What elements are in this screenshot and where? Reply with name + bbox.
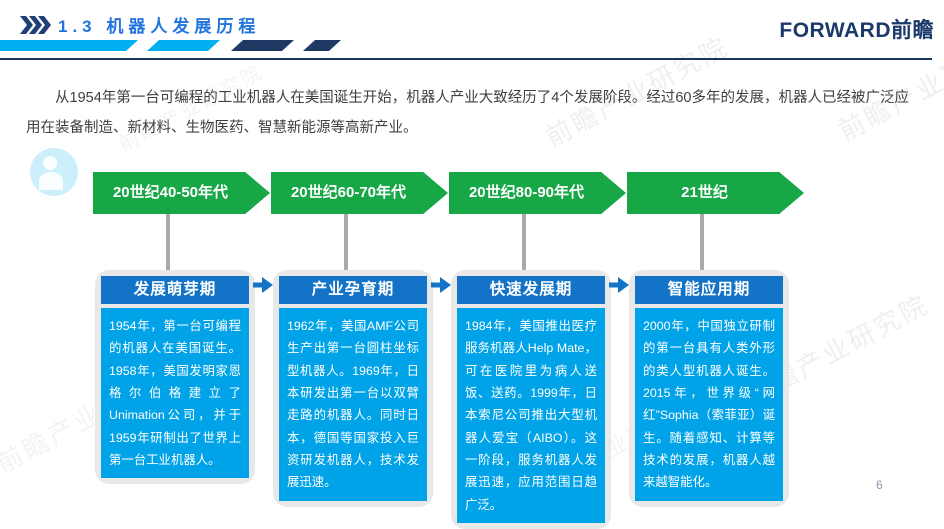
slide-header: 1.3 机器人发展历程 <box>20 12 260 37</box>
stage-description: 1954年，第一台可编程的机器人在美国诞生。1958年，美国发明家恩格尔伯格建立… <box>101 308 249 479</box>
stage-description: 1962年，美国AMF公司生产出第一台圆柱坐标型机器人。1969年，日本研发出第… <box>279 308 427 501</box>
era-arrow-2: 20世纪60-70年代 <box>271 172 448 214</box>
connector-line <box>344 214 348 272</box>
flow-arrow-icon <box>431 277 451 293</box>
stage-description: 2000年，中国独立研制的第一台具有人类外形的类人型机器人诞生。2015年，世界… <box>635 308 783 501</box>
watermark-logo-icon <box>30 148 78 196</box>
era-arrow-1: 20世纪40-50年代 <box>93 172 270 214</box>
stage-title: 智能应用期 <box>635 276 783 304</box>
intro-paragraph: 从1954年第一台可编程的工业机器人在美国诞生开始，机器人产业大致经历了4个发展… <box>26 90 909 136</box>
era-arrow-4: 21世纪 <box>627 172 804 214</box>
stage-description: 1984年，美国推出医疗服务机器人Help Mate，可在医院里为病人送饭、送药… <box>457 308 605 523</box>
connector-line <box>700 214 704 272</box>
stage-card-1: 发展萌芽期 1954年，第一台可编程的机器人在美国诞生。1958年，美国发明家恩… <box>95 270 255 485</box>
decor-bar-navy <box>231 40 294 51</box>
flow-arrow-icon <box>609 277 629 293</box>
decor-bar-navy <box>303 40 341 51</box>
stage-card-3: 快速发展期 1984年，美国推出医疗服务机器人Help Mate，可在医院里为病… <box>451 270 611 529</box>
flow-arrow-icon <box>253 277 273 293</box>
decor-bar-cyan <box>147 40 220 51</box>
stage-title: 发展萌芽期 <box>101 276 249 304</box>
stage-title: 产业孕育期 <box>279 276 427 304</box>
forward-logo: FORWARD前瞻 <box>779 19 934 42</box>
header-divider <box>0 58 932 60</box>
chevrons-icon <box>20 15 51 34</box>
page-number: 6 <box>876 478 883 492</box>
stage-card-2: 产业孕育期 1962年，美国AMF公司生产出第一台圆柱坐标型机器人。1969年，… <box>273 270 433 507</box>
decor-bar-cyan <box>0 40 138 51</box>
stage-title: 快速发展期 <box>457 276 605 304</box>
connector-line <box>166 214 170 272</box>
stage-card-4: 智能应用期 2000年，中国独立研制的第一台具有人类外形的类人型机器人诞生。20… <box>629 270 789 507</box>
page-title: 1.3 机器人发展历程 <box>58 17 261 36</box>
era-arrow-3: 20世纪80-90年代 <box>449 172 626 214</box>
connector-line <box>522 214 526 272</box>
